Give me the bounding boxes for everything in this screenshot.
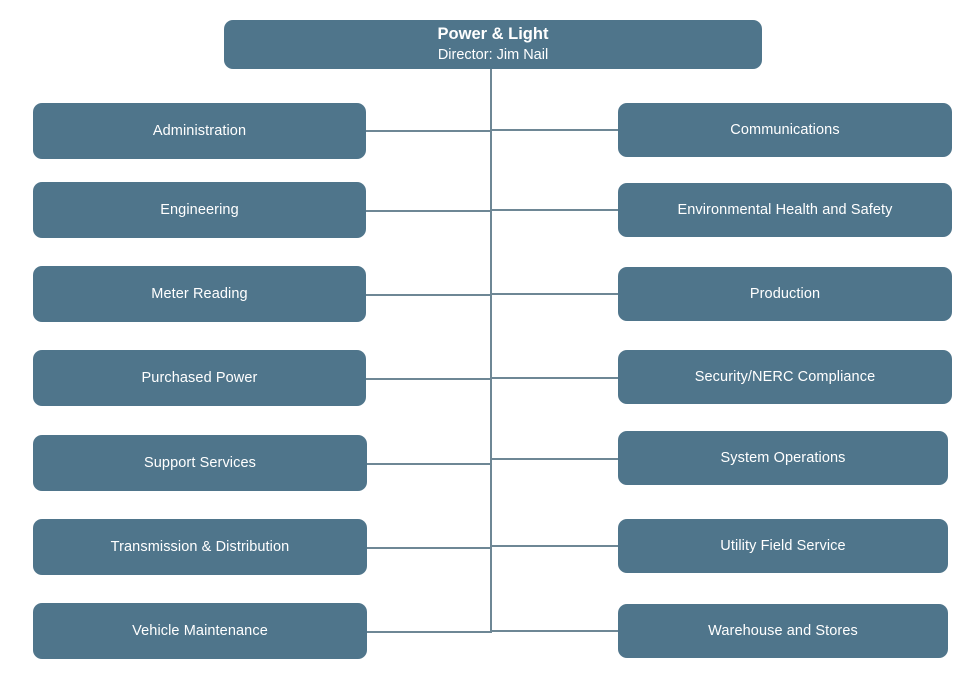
node-production[interactable]: Production bbox=[618, 267, 952, 321]
connector-row-4-left bbox=[366, 378, 492, 380]
central-spine bbox=[490, 68, 492, 631]
node-purchased-power[interactable]: Purchased Power bbox=[33, 350, 366, 406]
node-warehouse-and-stores[interactable]: Warehouse and Stores bbox=[618, 604, 948, 658]
connector-row-2-right bbox=[490, 209, 620, 211]
node-label: Security/NERC Compliance bbox=[694, 368, 876, 385]
node-administration[interactable]: Administration bbox=[33, 103, 366, 159]
connector-row-2-left bbox=[366, 210, 492, 212]
node-transmission-and-distribution[interactable]: Transmission & Distribution bbox=[33, 519, 367, 575]
node-utility-field-service[interactable]: Utility Field Service bbox=[618, 519, 948, 573]
connector-row-6-right bbox=[490, 545, 620, 547]
connector-row-7-right bbox=[490, 630, 620, 632]
node-label: Support Services bbox=[143, 454, 256, 471]
node-security-nerc-compliance[interactable]: Security/NERC Compliance bbox=[618, 350, 952, 404]
node-label: Environmental Health and Safety bbox=[677, 201, 893, 218]
connector-row-3-left bbox=[366, 294, 492, 296]
node-label: Administration bbox=[152, 122, 247, 139]
node-label: Utility Field Service bbox=[720, 537, 846, 554]
node-label: Engineering bbox=[160, 201, 239, 218]
node-label: Meter Reading bbox=[151, 285, 248, 302]
node-engineering[interactable]: Engineering bbox=[33, 182, 366, 238]
node-label: Communications bbox=[730, 121, 840, 138]
node-root[interactable]: Power & Light Director: Jim Nail bbox=[224, 20, 762, 69]
root-subtitle: Director: Jim Nail bbox=[437, 46, 549, 63]
node-environmental-health-and-safety[interactable]: Environmental Health and Safety bbox=[618, 183, 952, 237]
connector-row-7-left bbox=[366, 631, 492, 633]
node-communications[interactable]: Communications bbox=[618, 103, 952, 157]
node-label: System Operations bbox=[720, 449, 846, 466]
connector-row-6-left bbox=[366, 547, 492, 549]
connector-row-4-right bbox=[490, 377, 620, 379]
node-label: Purchased Power bbox=[141, 369, 258, 386]
connector-row-5-right bbox=[490, 458, 620, 460]
node-meter-reading[interactable]: Meter Reading bbox=[33, 266, 366, 322]
connector-row-5-left bbox=[366, 463, 492, 465]
node-label: Production bbox=[749, 285, 821, 302]
node-label: Warehouse and Stores bbox=[708, 622, 858, 639]
node-label: Transmission & Distribution bbox=[110, 538, 290, 555]
connector-row-3-right bbox=[490, 293, 620, 295]
node-vehicle-maintenance[interactable]: Vehicle Maintenance bbox=[33, 603, 367, 659]
root-title: Power & Light bbox=[437, 25, 549, 44]
node-label: Vehicle Maintenance bbox=[132, 622, 268, 639]
connector-row-1-left bbox=[366, 130, 492, 132]
connector-row-1-right bbox=[490, 129, 620, 131]
node-system-operations[interactable]: System Operations bbox=[618, 431, 948, 485]
node-support-services[interactable]: Support Services bbox=[33, 435, 367, 491]
